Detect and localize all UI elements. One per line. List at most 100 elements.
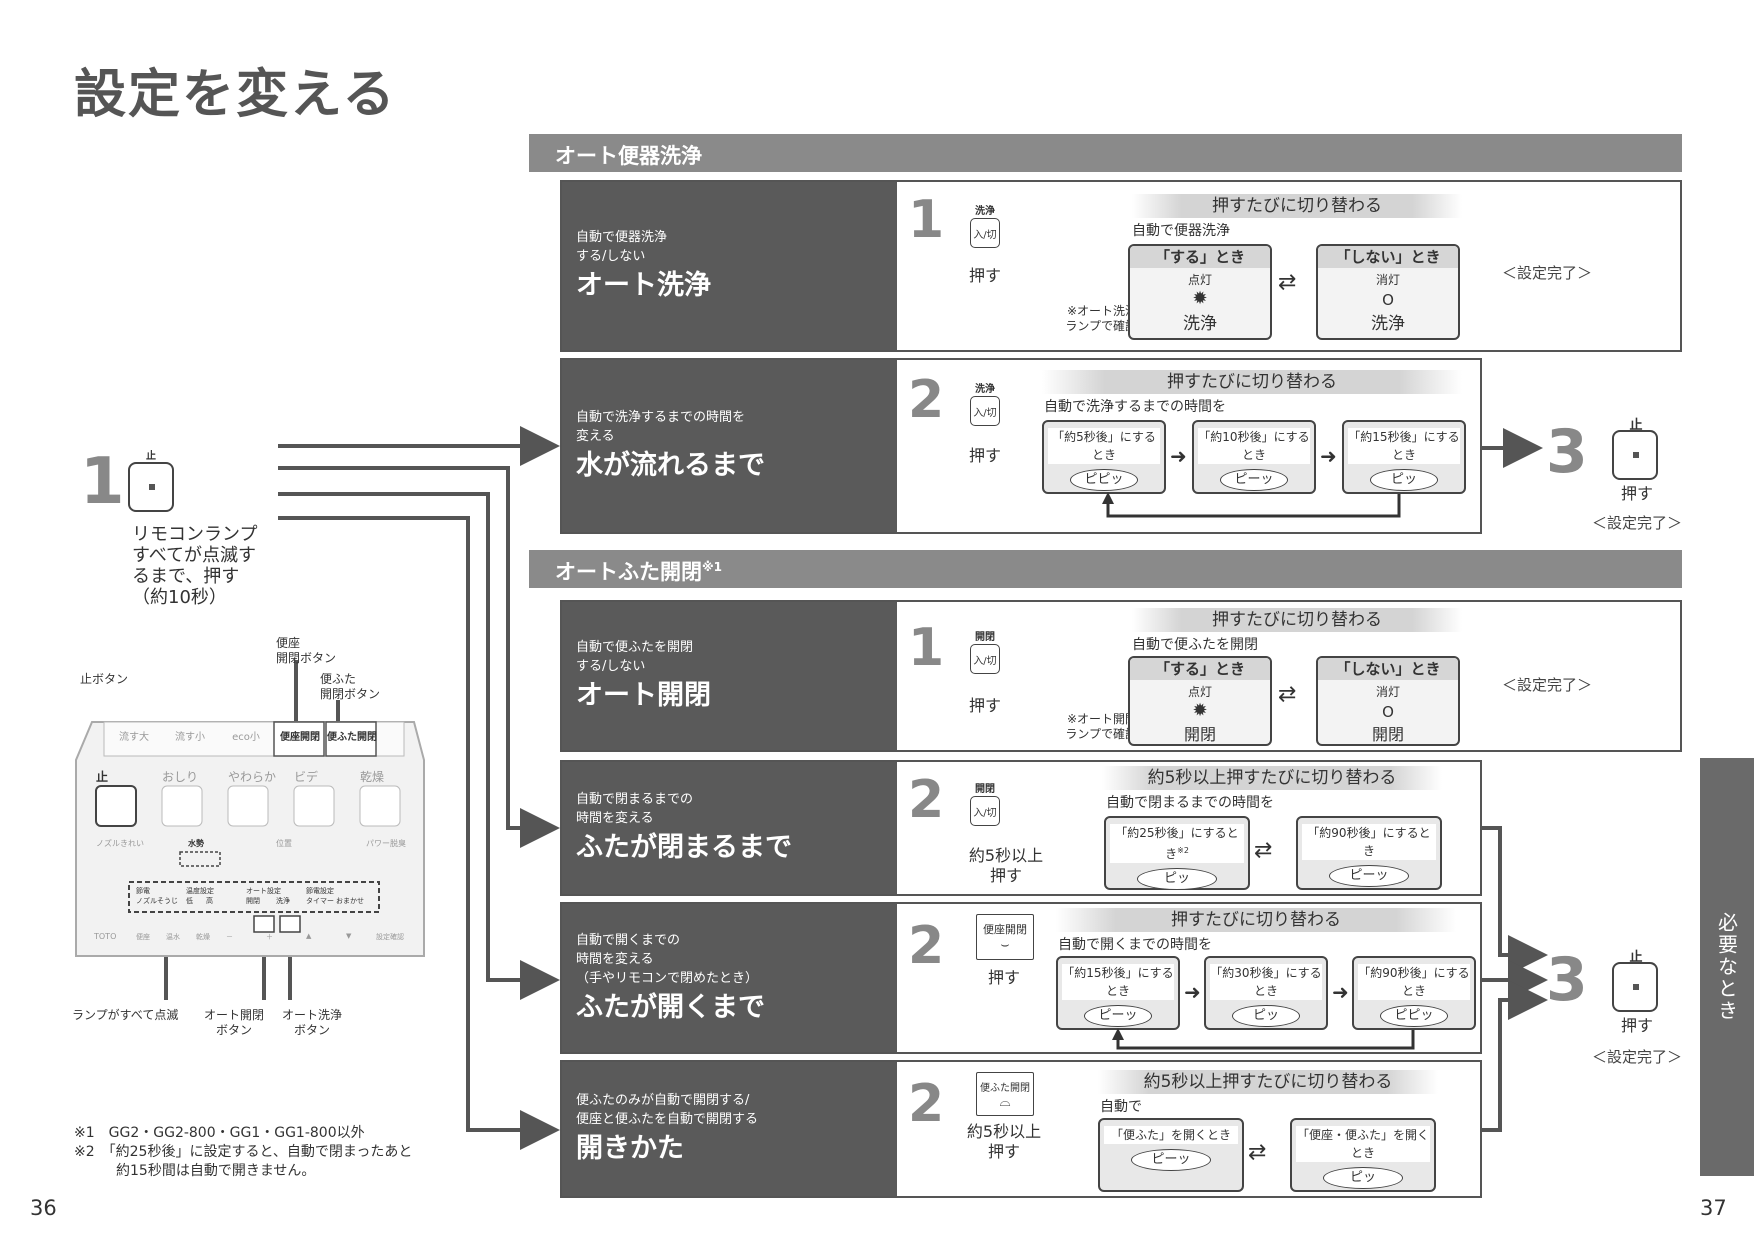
- stop-label: 止: [1629, 418, 1643, 433]
- toggle-description: 自動で便器洗浄: [1132, 223, 1230, 239]
- lid-open-button[interactable]: 便ふた開閉⌓: [976, 1072, 1034, 1116]
- state-on: 「する」とき 点灯 ✹ 開閉: [1128, 656, 1272, 746]
- remote-eco: eco小: [232, 732, 260, 743]
- remote-label: 水勢: [188, 839, 204, 848]
- label-line: 開閉ボタン: [276, 651, 337, 665]
- setting-complete: ＜設定完了＞: [1592, 514, 1683, 532]
- lid-onoff-button[interactable]: 入/切: [970, 644, 1000, 674]
- card-subtitle: する/しない: [576, 249, 646, 264]
- page-number-right: 37: [1700, 1196, 1727, 1220]
- remote-label: ▲: [306, 932, 312, 940]
- option-card: 「約30秒後」にするときピッ: [1204, 956, 1328, 1030]
- option-card: 「便座・便ふた」を開くときピッ: [1290, 1118, 1436, 1192]
- toggle-description: 自動で洗浄するまでの時間を: [1044, 399, 1226, 415]
- remote-label: 低: [186, 897, 193, 905]
- setting-complete: ＜設定完了＞: [1502, 264, 1593, 282]
- option-label: 「約25秒後」にするとき※2: [1110, 824, 1244, 863]
- remote-label: 止: [96, 770, 109, 784]
- section-title: オート便器洗浄: [555, 144, 702, 168]
- step-number: 3: [1546, 417, 1588, 487]
- option-card: 「約90秒後」にするときピピッ: [1352, 956, 1476, 1030]
- remote-mid-labels: 止 おしり やわらか ビデ 乾燥: [96, 768, 416, 785]
- step-number: 1: [908, 618, 945, 678]
- section-auto-lid-header: オートふた開閉※1: [529, 550, 1682, 588]
- swap-arrows-icon: ⇄: [1254, 838, 1273, 863]
- remote-label: ＋: [266, 933, 273, 941]
- step1-instruction: リモコンランプ すべてが点滅す るまで、押す （約10秒）: [132, 524, 257, 608]
- card-heading: オート開閉: [576, 680, 711, 711]
- remote-label: 節電設定: [306, 887, 334, 895]
- state-label: 開閉: [1183, 725, 1216, 744]
- state-header: 「しない」とき: [1318, 246, 1458, 268]
- toggle-header: 約5秒以上押すたびに切り替わる: [1098, 1070, 1438, 1094]
- card-subtitle: 便座と便ふたを自動で開閉する: [576, 1112, 759, 1127]
- press-instruction: 押す: [968, 446, 1001, 465]
- lamp-off-icon: O: [1382, 291, 1394, 309]
- seat-open-button[interactable]: 便座開閉⌣: [976, 914, 1034, 960]
- remote-bottom-row: 便座 温水 乾燥 － ＋ ▲ ▼ 設定確認: [136, 932, 416, 942]
- step-number: 3: [1546, 945, 1588, 1015]
- option-card: 「約15秒後」にするときピーッ: [1056, 956, 1180, 1030]
- toggle-description: 自動で: [1100, 1099, 1142, 1115]
- toggle-description: 自動で便ふたを開閉: [1132, 637, 1258, 653]
- step-number: 2: [908, 916, 945, 976]
- button-label: 開閉: [975, 632, 995, 643]
- stop-button[interactable]: [128, 462, 174, 512]
- lid-onoff-button[interactable]: 入/切: [970, 796, 1000, 826]
- option-card: 「約10秒後」にするときピーッ: [1192, 420, 1316, 494]
- remote-seat-open: 便座開閉: [280, 732, 320, 743]
- card-subtitle: 時間を変える: [576, 951, 654, 967]
- instruction-line: るまで、押す: [132, 566, 240, 587]
- label-line: ボタン: [216, 1023, 253, 1037]
- footnote-mark: ※1: [702, 560, 723, 574]
- card-subtitle: する/しない: [576, 659, 646, 674]
- card-heading: 開きかた: [576, 1133, 684, 1164]
- instruction-line: すべてが点滅す: [132, 545, 257, 566]
- remote-label: タイマー: [306, 897, 334, 905]
- card-subtitle: 自動で洗浄するまでの時間を: [576, 410, 746, 425]
- note-line: ランプで確認: [1065, 727, 1137, 741]
- lamp-check-note: ※オート開閉ランプで確認: [1027, 712, 1137, 742]
- loop-arrow: [1102, 492, 1401, 518]
- card-subtitle: 自動で便器洗浄: [576, 230, 668, 245]
- option-label: 「約90秒後」にするとき: [1302, 824, 1436, 860]
- flush-onoff-button[interactable]: 入/切: [970, 396, 1000, 426]
- state-label: 洗浄: [1371, 314, 1405, 334]
- toggle-description: 自動で閉まるまでの時間を: [1106, 795, 1274, 811]
- toggle-header: 押すたびに切り替わる: [1056, 908, 1456, 932]
- step-number: 1: [80, 445, 125, 519]
- card-auto-flush: 自動で便器洗浄 する/しない オート洗浄 1 洗浄 入/切 押す ※オート洗浄ラ…: [560, 180, 1682, 352]
- step-number: 2: [908, 370, 945, 430]
- toggle-header: 押すたびに切り替わる: [1042, 370, 1462, 394]
- card-title-panel: 自動で洗浄するまでの時間を 変える 水が流れるまで: [562, 360, 897, 532]
- card-auto-open: 自動で便ふたを開閉 する/しない オート開閉 1 開閉 入/切 押す ※オート開…: [560, 600, 1682, 752]
- card-heading: ふたが閉まるまで: [576, 832, 792, 863]
- label-stop-button: 止ボタン: [80, 672, 129, 686]
- section-title: オートふた開閉: [555, 560, 702, 584]
- option-sound: ピッ: [1370, 469, 1438, 491]
- option-card: 「約5秒後」にするときピピッ: [1042, 420, 1166, 494]
- flush-onoff-button[interactable]: 入/切: [970, 218, 1000, 248]
- option-label: 「約30秒後」にするとき: [1210, 964, 1322, 1000]
- note-line: ※オート開閉: [1066, 712, 1137, 726]
- press-instruction: 押す: [968, 696, 1001, 715]
- label-lamps: ランプがすべて点滅: [72, 1008, 179, 1022]
- option-label: 「約10秒後」にするとき: [1198, 428, 1310, 464]
- state-label: 洗浄: [1183, 314, 1217, 334]
- press-instruction: 押す: [1620, 1016, 1653, 1035]
- side-tab: 必要なとき: [1700, 758, 1754, 1176]
- card-lid-close: 自動で閉まるまでの 時間を変える ふたが閉まるまで 2 開閉 入/切 約5秒以上…: [560, 760, 1482, 896]
- footnote-mark: ※2: [1177, 846, 1189, 855]
- stop-button[interactable]: [1612, 962, 1658, 1012]
- loop-arrow: [1112, 1028, 1415, 1050]
- remote-lid-open: 便ふた開閉: [327, 732, 377, 743]
- label-auto-flush-button: オート洗浄ボタン: [282, 1008, 342, 1038]
- option-sound: ピーッ: [1220, 469, 1288, 491]
- card-heading: 水が流れるまで: [576, 450, 765, 481]
- section-auto-flush-header: オート便器洗浄: [529, 134, 1682, 172]
- remote-row-labels: ノズルきれい 水勢 位置 パワー脱臭: [96, 838, 416, 849]
- label-lid-button: 便ふた開閉ボタン: [320, 672, 380, 702]
- remote-label: 節電: [136, 887, 150, 895]
- stop-button[interactable]: [1612, 430, 1658, 480]
- option-label: 「便ふた」を開くとき: [1104, 1126, 1238, 1144]
